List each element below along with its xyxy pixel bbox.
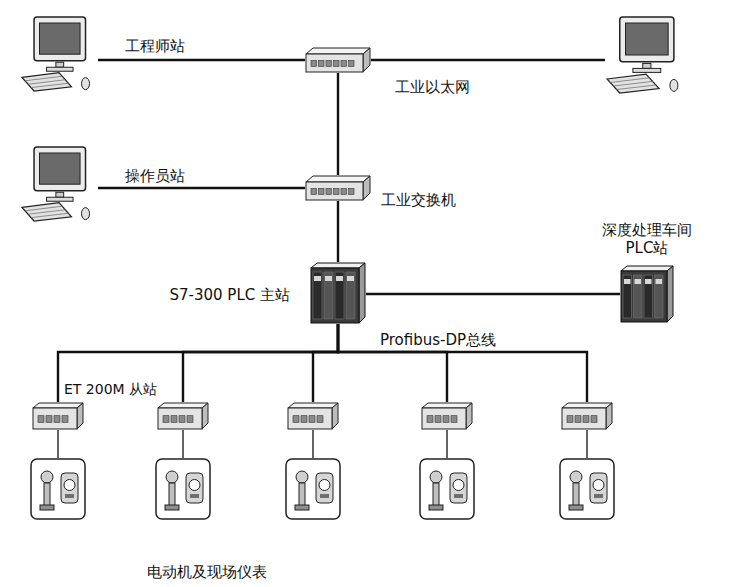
slave-icon [421, 402, 473, 430]
plc-master: S7-300 PLC 主站 [310, 262, 366, 324]
network-label: 工业以太网 [393, 78, 472, 96]
group-label: 电动机及现场仪表 [145, 563, 269, 581]
field-device [419, 458, 475, 520]
bus-label: Profibus-DP总线 [378, 331, 498, 349]
device-label: 操作员站 [125, 167, 185, 185]
field-icon [419, 458, 475, 520]
et200m-slave [561, 402, 613, 430]
pc-icon [20, 145, 98, 223]
slave-icon [32, 402, 84, 430]
plc-station: 深度处理车间 PLC站 [620, 265, 674, 323]
bus-line [58, 324, 338, 402]
device-label: ET 200M 从站 [64, 380, 157, 398]
field-device [30, 458, 86, 520]
pc-icon [605, 15, 687, 95]
field-icon [285, 458, 341, 520]
network-line [586, 430, 587, 458]
field-device [285, 458, 341, 520]
slave-icon [287, 402, 339, 430]
bus-line [313, 324, 338, 402]
et200m-slave [157, 402, 209, 430]
field-device [155, 458, 211, 520]
network-line [98, 187, 305, 189]
device-label: 工程师站 [125, 37, 185, 55]
field-icon [559, 458, 615, 520]
network-line [371, 59, 605, 61]
network-line [182, 430, 183, 458]
network-line [337, 201, 339, 262]
switch-icon [305, 47, 371, 73]
bus-line [183, 324, 338, 402]
pc-icon [20, 15, 98, 93]
device-label: S7-300 PLC 主站 [169, 286, 290, 304]
field-icon [30, 458, 86, 520]
et200m-slave [287, 402, 339, 430]
switch-icon [305, 175, 371, 201]
device-label: 工业交换机 [381, 191, 456, 209]
network-line [98, 59, 305, 61]
bus-line [338, 324, 587, 402]
plc-icon [620, 265, 674, 323]
network-line [366, 293, 620, 295]
device-label: 深度处理车间 PLC站 [597, 221, 697, 257]
plc-icon [310, 262, 366, 324]
ethernet-switch [305, 47, 371, 73]
industrial-switch: 工业交换机 [305, 175, 371, 201]
et200m-slave [421, 402, 473, 430]
network-line [337, 73, 339, 175]
slave-icon [157, 402, 209, 430]
operator-station: 操作员站 [20, 145, 98, 223]
engineer-station: 工程师站 [20, 15, 98, 93]
network-line [312, 430, 313, 458]
et200m-slave: ET 200M 从站 [32, 402, 84, 430]
workstation [605, 15, 687, 95]
field-icon [155, 458, 211, 520]
slave-icon [561, 402, 613, 430]
network-line [57, 430, 58, 458]
network-line [446, 430, 447, 458]
field-device [559, 458, 615, 520]
